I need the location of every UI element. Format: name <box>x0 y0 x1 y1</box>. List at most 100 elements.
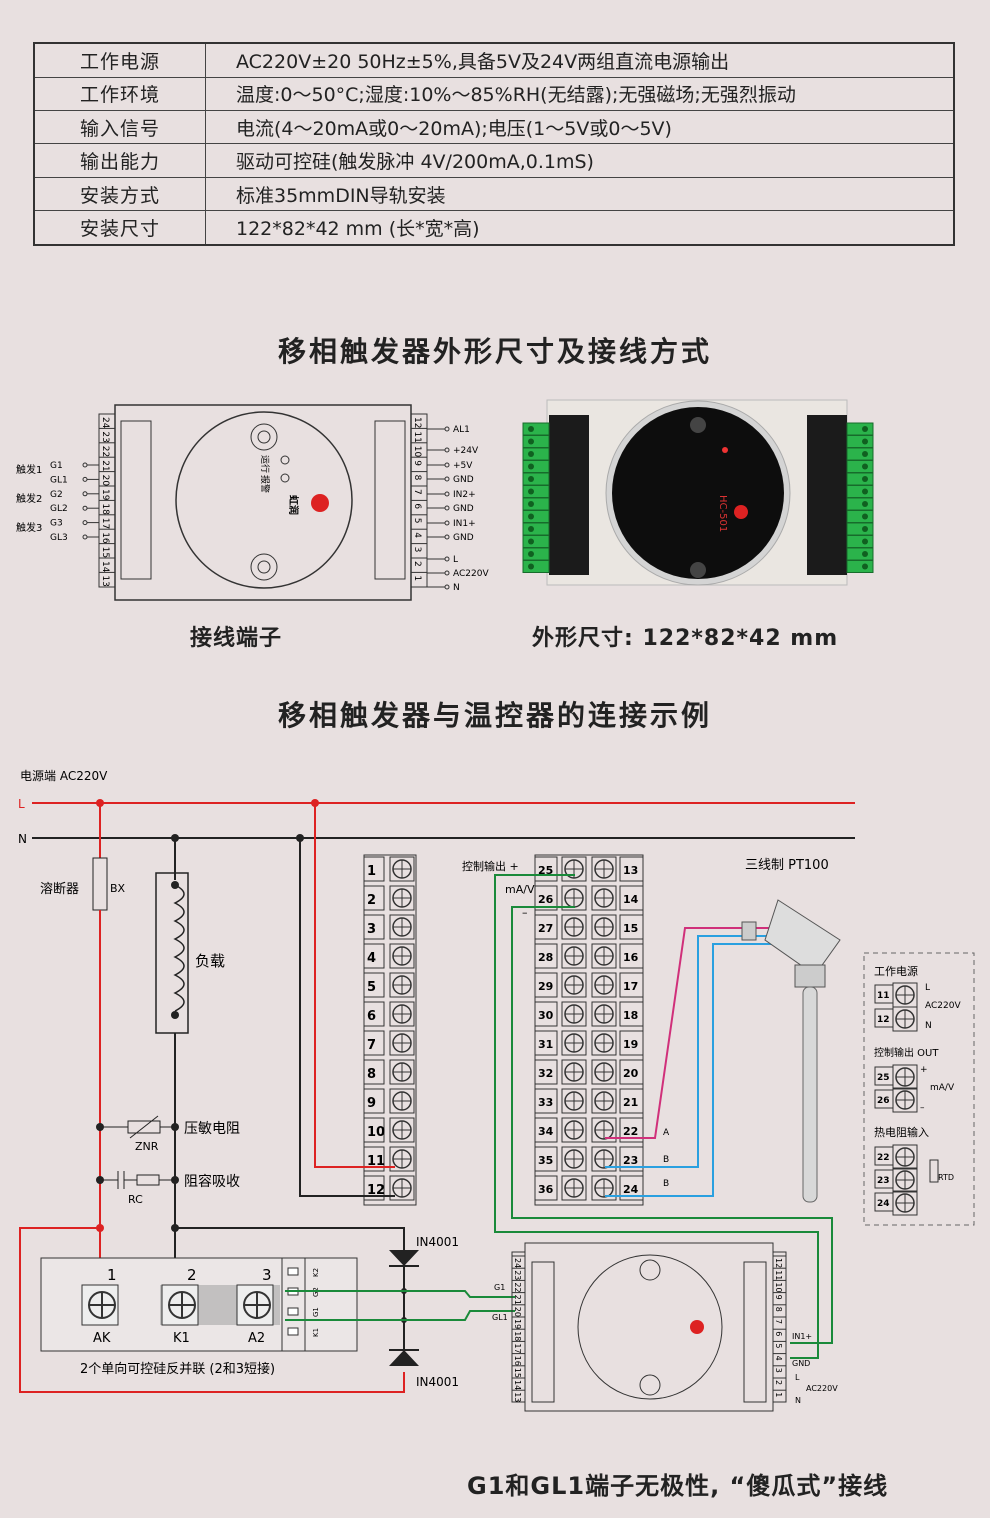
scr-side-label: K2 <box>312 1268 320 1277</box>
board-left-num: 13 <box>513 1392 522 1402</box>
ctl-mid-number: 27 <box>538 922 553 935</box>
spec-value: AC220V±20 50Hz±5%,具备5V及24V两组直流电源输出 <box>205 42 955 78</box>
ctl-left-number: 8 <box>367 1067 376 1082</box>
legend-term-num: 22 <box>877 1153 890 1163</box>
board-right-num: 1 <box>774 1392 783 1397</box>
ctl-left-number: 2 <box>367 893 376 908</box>
scr-side-label: K1 <box>312 1328 320 1337</box>
board-right-num: 4 <box>774 1356 783 1361</box>
terminal-right-num: 3 <box>412 547 422 553</box>
ctl-mid-number: 26 <box>538 893 554 906</box>
terminal-right-num: 1 <box>412 575 422 581</box>
terminal-right-num: 9 <box>412 460 422 466</box>
board-right-num: 12 <box>774 1258 783 1268</box>
ctl-right-number: 23 <box>623 1154 638 1167</box>
terminal-signal-label: IN2+ <box>453 490 476 500</box>
spec-value: 电流(4～20mA或0～20mA);电压(1～5V或0～5V) <box>205 109 955 145</box>
board-right-num: 9 <box>774 1295 783 1300</box>
board-right-num: 2 <box>774 1380 783 1385</box>
ctl-left-number: 1 <box>367 864 376 879</box>
ctl-mid-number: 29 <box>538 980 553 993</box>
ctl-right-number: 24 <box>623 1183 639 1196</box>
ctl-right-number: 16 <box>623 951 639 964</box>
terminal-left-num: 17 <box>100 518 110 529</box>
caption-terminals: 接线端子 <box>190 626 283 651</box>
trigger-group-label: 触发2 <box>16 492 42 505</box>
terminal-signal-label: L <box>453 555 458 565</box>
ctl-left-number: 12 <box>367 1183 385 1198</box>
legend-term-num: 12 <box>877 1015 890 1025</box>
board-right-num: 3 <box>774 1368 783 1373</box>
board-left-num: 15 <box>513 1368 522 1378</box>
tb-in1: IN1+ <box>792 1332 812 1341</box>
varistor-label: 压敏电阻 <box>184 1121 240 1137</box>
trig-g1: G1 <box>494 1283 505 1292</box>
spec-key: 工作电源 <box>33 42 206 78</box>
scr-number: 3 <box>262 1266 272 1284</box>
ctl-mid-number: 28 <box>538 951 553 964</box>
section-title-wiring: 移相触发器与温控器的连接示例 <box>277 699 712 732</box>
terminal-left-num: 16 <box>100 532 110 544</box>
znr-code: ZNR <box>135 1140 159 1153</box>
ctl-left-number: 6 <box>367 1009 376 1024</box>
legend-plus: + <box>920 1065 928 1075</box>
trigger-signal-label: GL2 <box>50 504 68 514</box>
terminal-right-num: 8 <box>412 475 422 481</box>
terminal-right-num: 7 <box>412 489 422 495</box>
trig-gl1: GL1 <box>492 1313 508 1322</box>
scr-terminal-name: K1 <box>173 1331 190 1346</box>
ctl-right-number: 19 <box>623 1038 638 1051</box>
legend-rtd: RTD <box>938 1173 954 1182</box>
board-left-num: 20 <box>513 1307 522 1317</box>
ctl-right-number: 21 <box>623 1096 638 1109</box>
legend-ac: AC220V <box>925 1001 961 1011</box>
board-right-num: 5 <box>774 1343 783 1348</box>
terminal-left-num: 18 <box>100 503 110 515</box>
ctl-mid-number: 32 <box>538 1067 553 1080</box>
ctl-right-number: 18 <box>623 1009 638 1022</box>
terminal-signal-label: AL1 <box>453 425 470 435</box>
board-right-num: 6 <box>774 1331 783 1336</box>
brand-logo-small-icon <box>690 1320 704 1334</box>
legend-term-num: 23 <box>877 1176 890 1186</box>
spec-row: 安装方式标准35mmDIN导轨安装 <box>33 176 955 212</box>
snubber-label: 阻容吸收 <box>184 1173 240 1190</box>
board-right-num: 10 <box>774 1282 783 1292</box>
trigger-signal-label: GL3 <box>50 533 68 543</box>
terminal-signal-label: AC220V <box>453 569 489 579</box>
trigger-signal-label: G3 <box>50 519 63 529</box>
terminal-right-num: 12 <box>412 417 422 428</box>
wire-b2: B <box>663 1179 669 1189</box>
ctl-mid-number: 33 <box>538 1096 553 1109</box>
scr-number: 1 <box>107 1266 117 1284</box>
terminal-left-num: 13 <box>100 575 110 586</box>
terminal-right-num: 11 <box>412 431 422 442</box>
spec-value: 标准35mmDIN导轨安装 <box>205 176 955 212</box>
legend-rtd-title: 热电阻输入 <box>874 1125 929 1139</box>
terminal-right-num: 6 <box>412 503 422 509</box>
ctl-right-number: 14 <box>623 893 639 906</box>
ctl-minus-label: – <box>522 906 528 919</box>
board-left-num: 21 <box>513 1295 522 1305</box>
legend-term-num: 11 <box>877 991 890 1001</box>
trigger-signal-label: GL1 <box>50 475 68 485</box>
board-right-num: 7 <box>774 1319 783 1324</box>
photo-model: HC-501 <box>717 495 728 532</box>
ctl-right-number: 20 <box>623 1067 639 1080</box>
brand-name: 虹润 <box>287 495 300 515</box>
terminal-left-num: 20 <box>100 475 110 487</box>
ctl-right-number: 17 <box>623 980 638 993</box>
ctl-mav-label: mA/V <box>505 883 535 896</box>
spec-value: 温度:0～50°C;湿度:10%～85%RH(无结露);无强磁场;无强烈振动 <box>205 76 955 111</box>
legend-term-num: 24 <box>877 1199 890 1209</box>
ctl-mid-number: 34 <box>538 1125 554 1138</box>
terminal-left-num: 15 <box>100 547 110 558</box>
ctl-mid-number: 35 <box>538 1154 553 1167</box>
terminal-left-num: 21 <box>100 460 110 471</box>
diode-top-label: IN4001 <box>416 1235 459 1249</box>
tb-ac: AC220V <box>806 1384 838 1393</box>
ctl-out-label: 控制输出 + <box>462 859 519 873</box>
terminal-left-num: 22 <box>100 446 110 457</box>
